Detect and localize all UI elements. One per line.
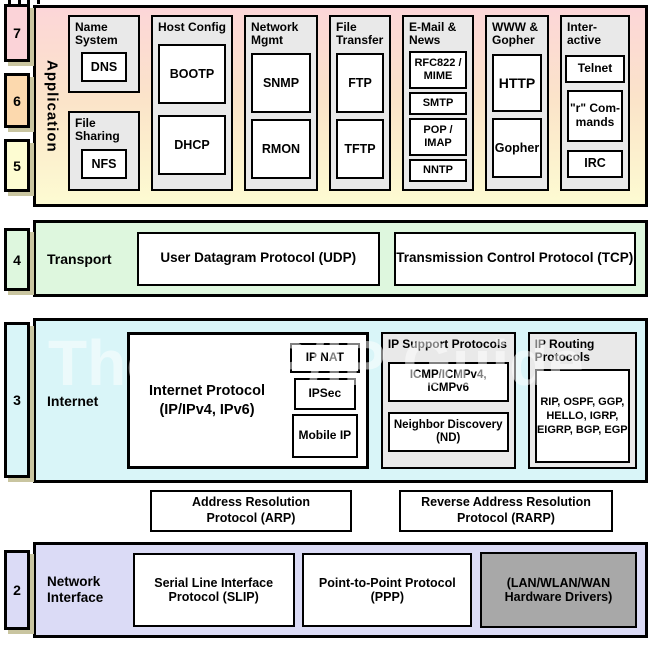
protocol-smtp: SMTP (409, 91, 467, 115)
group-title: File Transfer (336, 20, 384, 48)
protocol-ppp: Point-to-Point Protocol (PPP) (302, 553, 473, 627)
protocol-rarp: Reverse Address Resolution Protocol (RAR… (399, 490, 613, 532)
protocol-icmp: ICMP/ICMPv4, ICMPv6 (387, 361, 509, 402)
crop-artifact (27, 0, 40, 4)
transport-layer: Transport User Datagram Protocol (UDP) T… (33, 220, 648, 297)
protocol-routing-list: RIP, OSPF, GGP, HELLO, IGRP, EIGRP, BGP,… (534, 369, 631, 463)
protocol-nfs: NFS (81, 149, 127, 180)
protocol-rfc822-mime: RFC822 / MIME (409, 50, 467, 89)
layer-number-7: 7 (4, 4, 30, 62)
protocol-udp: User Datagram Protocol (UDP) (137, 231, 380, 286)
group-title: Network Mgmt (251, 20, 299, 48)
group-title: E-Mail & News (409, 20, 457, 48)
group-title: Name System (75, 20, 118, 48)
protocol-arp: Address Resolution Protocol (ARP) (150, 490, 352, 532)
protocol-neighbor-discovery: Neighbor Discovery (ND) (387, 412, 509, 453)
crop-artifact (8, 0, 21, 4)
network-interface-layer: Network Interface Serial Line Interface … (33, 542, 648, 638)
group-file-sharing: File Sharing NFS (68, 111, 140, 191)
group-title: IP Support Protocols (387, 337, 507, 351)
protocol-gopher: Gopher (492, 118, 542, 179)
group-title: Host Config (158, 20, 226, 34)
group-email-news: E-Mail & News RFC822 / MIME SMTP POP / I… (402, 15, 474, 191)
group-interactive: Inter-active Telnet "r" Com-mands IRC (560, 15, 630, 191)
group-www-gopher: WWW & Gopher HTTP Gopher (485, 15, 549, 191)
layer-number-3: 3 (4, 322, 30, 478)
protocol-tftp: TFTP (336, 119, 384, 180)
protocol-ip-box: Internet Protocol (IP/IPv4, IPv6) IP NAT… (127, 332, 369, 469)
protocol-rmon: RMON (251, 119, 311, 180)
group-file-transfer: File Transfer FTP TFTP (329, 15, 391, 191)
application-layer-label: Application (43, 59, 61, 153)
protocol-ip-nat: IP NAT (289, 343, 360, 374)
layer-number-2: 2 (4, 550, 30, 630)
group-ip-routing-protocols: IP Routing Protocols RIP, OSPF, GGP, HEL… (527, 332, 638, 469)
protocol-r-commands: "r" Com-mands (567, 90, 623, 143)
application-layer: Application Name System DNS File Sharing… (33, 5, 648, 207)
protocol-ftp: FTP (336, 53, 384, 114)
group-title: WWW & Gopher (492, 20, 538, 48)
protocol-http: HTTP (492, 53, 542, 112)
protocol-snmp: SNMP (251, 53, 311, 114)
protocol-pop-imap: POP / IMAP (409, 117, 467, 156)
protocol-slip: Serial Line Interface Protocol (SLIP) (132, 553, 295, 627)
column-name-system-file-sharing: Name System DNS File Sharing NFS (68, 15, 140, 191)
group-title: IP Routing Protocols (534, 337, 595, 365)
transport-layer-label: Transport (47, 250, 112, 267)
network-interface-layer-label: Network Interface (47, 573, 104, 605)
protocol-ip-title: Internet Protocol (IP/IPv4, IPv6) (148, 383, 265, 418)
protocol-ipsec: IPSec (293, 377, 356, 410)
group-ip-support-protocols: IP Support Protocols ICMP/ICMPv4, ICMPv6… (380, 332, 516, 469)
protocol-dhcp: DHCP (158, 114, 226, 175)
protocol-nntp: NNTP (409, 158, 467, 182)
internet-layer: Internet Internet Protocol (IP/IPv4, IPv… (33, 318, 648, 483)
group-title: File Sharing (75, 116, 120, 144)
protocol-telnet: Telnet (565, 54, 625, 83)
protocol-tcp: Transmission Control Protocol (TCP) (393, 231, 636, 286)
protocol-bootp: BOOTP (158, 44, 226, 105)
application-groups: Name System DNS File Sharing NFS Host Co… (68, 8, 645, 204)
protocol-irc: IRC (567, 149, 623, 178)
protocol-dns: DNS (81, 52, 127, 83)
layer-number-6: 6 (4, 73, 30, 128)
protocol-mobile-ip: Mobile IP (291, 413, 358, 458)
hardware-drivers-box: (LAN/WLAN/WAN Hardware Drivers) (479, 552, 637, 628)
group-name-system: Name System DNS (68, 15, 140, 93)
layer-number-5: 5 (4, 139, 30, 192)
group-title: Inter-active (567, 20, 602, 48)
layer-number-4: 4 (4, 228, 30, 291)
internet-layer-label: Internet (47, 392, 99, 409)
group-host-config: Host Config BOOTP DHCP (151, 15, 233, 191)
group-network-mgmt: Network Mgmt SNMP RMON (244, 15, 318, 191)
